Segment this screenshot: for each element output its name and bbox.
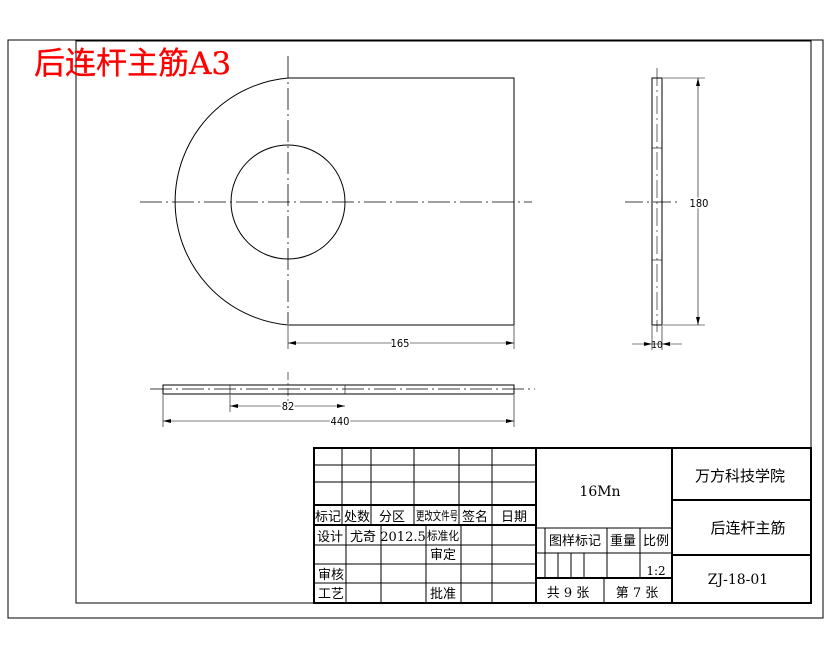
dim-text-440: 440 [331, 415, 350, 428]
tb-review-label: 审定 [430, 548, 456, 563]
tb-scale-label: 比例 [643, 534, 669, 549]
tb-approve-label: 批准 [430, 587, 456, 602]
top-view [150, 372, 535, 427]
tb-standardize-label: 标准化 [427, 529, 459, 543]
tb-sheet-no: 第 7 张 [616, 586, 659, 601]
tb-part-name: 后连杆主筋 [710, 519, 785, 537]
tb-stage-mark-label: 图样标记 [549, 534, 601, 549]
dim-text-82: 82 [282, 400, 295, 413]
tb-header-sign: 签名 [462, 509, 488, 525]
dim-text-10: 10 [651, 340, 663, 351]
tb-designer: 尤奇 [350, 529, 376, 545]
tb-check-label: 审核 [318, 568, 344, 583]
tb-design-label: 设计 [317, 530, 343, 545]
outer-frame [7, 39, 824, 619]
tb-school: 万方科技学院 [695, 467, 785, 485]
front-view [140, 56, 532, 349]
dim-text-180: 180 [690, 197, 709, 210]
tb-process-label: 工艺 [318, 587, 344, 602]
tb-weight-label: 重量 [610, 533, 636, 549]
sheet-title: 后连杆主筋A3 [34, 46, 231, 82]
tb-header-date: 日期 [501, 510, 527, 525]
tb-sheets-total: 共 9 张 [547, 586, 590, 601]
tb-header-zone: 分区 [379, 510, 405, 525]
top-outline [162, 384, 515, 395]
title-block [313, 447, 812, 604]
tb-header-mark: 标记 [315, 510, 341, 525]
tb-material: 16Mn [579, 484, 620, 500]
tb-drawing-no: ZJ-18-01 [708, 572, 768, 588]
tb-design-date: 2012.5 [380, 530, 426, 545]
tb-header-change-doc: 更改文件号 [416, 508, 458, 523]
dim-text-165: 165 [391, 337, 410, 350]
side-view [625, 68, 705, 350]
tb-header-count: 处数 [344, 510, 370, 525]
part-outline [174, 77, 515, 326]
tb-scale: 1:2 [646, 564, 665, 578]
